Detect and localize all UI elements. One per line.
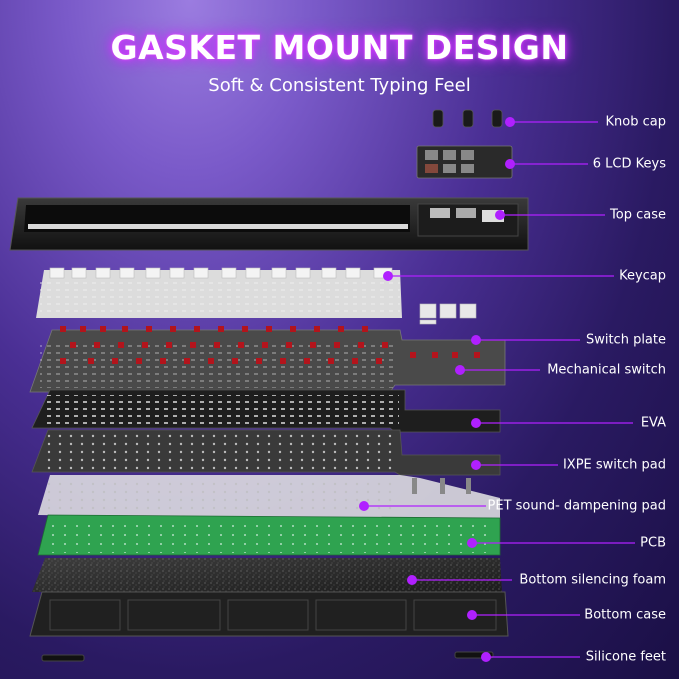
mechanical-switches — [60, 326, 480, 364]
label-pet-pad: PET sound- dampening pad — [487, 498, 666, 514]
label-bottom-foam: Bottom silencing foam — [519, 572, 666, 588]
label-top-case: Top case — [610, 207, 666, 223]
label-mechanical-switch: Mechanical switch — [547, 362, 666, 378]
eva-layer — [31, 389, 501, 433]
label-eva: EVA — [640, 415, 666, 431]
label-bottom-case: Bottom case — [584, 607, 666, 623]
keycaps-layer — [36, 267, 477, 325]
lcd-keys-module — [416, 145, 513, 179]
label-keycap: Keycap — [619, 268, 666, 284]
silicone-feet — [41, 651, 494, 662]
pcb-layer — [37, 514, 501, 556]
label-ixpe-switch-pad: IXPE switch pad — [562, 457, 666, 473]
top-case — [9, 197, 529, 251]
label-silicone-feet: Silicone feet — [585, 649, 666, 665]
page-subtitle: Soft & Consistent Typing Feel — [208, 75, 471, 96]
ixpe-switch-pad — [31, 429, 501, 476]
callout-dots — [359, 117, 515, 662]
pet-dampening-pad — [38, 475, 500, 520]
knob-caps — [432, 109, 503, 128]
label-switch-plate: Switch plate — [585, 332, 666, 348]
label-knob-cap: Knob cap — [605, 114, 666, 130]
page-title: GASKET MOUNT DESIGN — [110, 28, 569, 67]
switch-plate — [29, 329, 506, 393]
label-pcb: PCB — [640, 535, 666, 551]
label-lcd-keys: 6 LCD Keys — [592, 156, 666, 172]
bottom-silencing-foam — [32, 558, 502, 592]
bottom-case — [29, 591, 509, 637]
callout-lines — [366, 121, 635, 658]
